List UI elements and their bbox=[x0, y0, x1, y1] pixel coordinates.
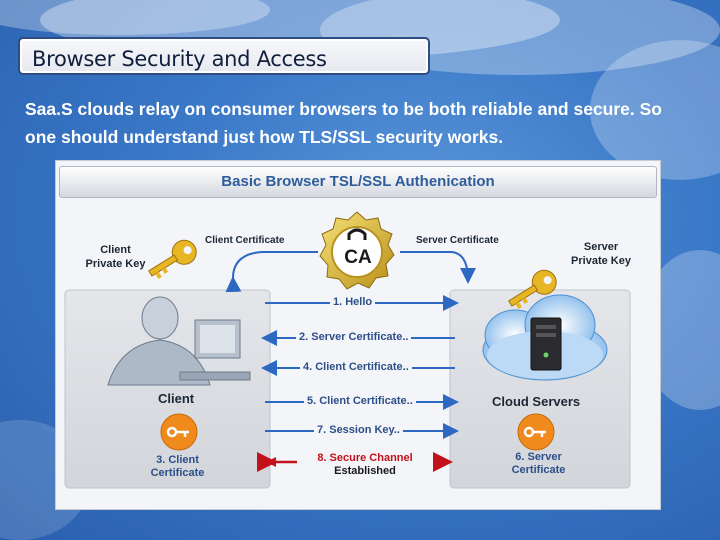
secure-channel-left-arrowhead bbox=[266, 457, 276, 467]
cloud-server-icon bbox=[482, 294, 608, 381]
client-certificate-icon bbox=[160, 413, 198, 451]
server-private-key-label: Server Private Key bbox=[571, 241, 631, 267]
client-key-icon bbox=[148, 239, 197, 279]
client-certificate-label: Client Certificate bbox=[205, 235, 285, 246]
step-2-label: 2. Server Certificate.. bbox=[296, 331, 412, 343]
ca-seal-icon bbox=[319, 211, 395, 290]
client-label: Client bbox=[158, 391, 195, 406]
step-4-label: 4. Client Certificate.. bbox=[300, 361, 412, 373]
server-certificate-arrow bbox=[400, 251, 476, 284]
server-key-icon bbox=[508, 269, 557, 309]
step-8-label: 8. Secure Channel Established bbox=[297, 452, 433, 478]
ca-label: CA bbox=[344, 247, 372, 268]
server-certificate-label: Server Certificate bbox=[416, 235, 499, 246]
step-7-label: 7. Session Key.. bbox=[314, 424, 403, 436]
diagram-title: Basic Browser TSL/SSL Authenication bbox=[221, 173, 495, 190]
server-certificate-step: 6. Server Certificate bbox=[511, 451, 566, 476]
diagram-header: Basic Browser TSL/SSL Authenication bbox=[59, 166, 657, 198]
client-user-icon bbox=[107, 296, 251, 386]
slide-title: Browser Security and Access bbox=[32, 47, 327, 71]
client-certificate-step: 3. Client Certificate bbox=[150, 454, 205, 479]
client-certificate-arrow bbox=[225, 251, 318, 293]
slide-body-text: Saa.S clouds relay on consumer browsers … bbox=[25, 99, 662, 147]
cloud-servers-label: Cloud Servers bbox=[492, 394, 581, 409]
step-1-label: 1. Hello bbox=[330, 296, 376, 308]
step-arrows bbox=[257, 295, 459, 472]
server-certificate-icon bbox=[517, 413, 555, 451]
client-private-key-label: Client Private Key bbox=[85, 244, 146, 270]
slide-title-box: Browser Security and Access bbox=[18, 37, 430, 75]
step-5-label: 5. Client Certificate.. bbox=[304, 395, 416, 407]
